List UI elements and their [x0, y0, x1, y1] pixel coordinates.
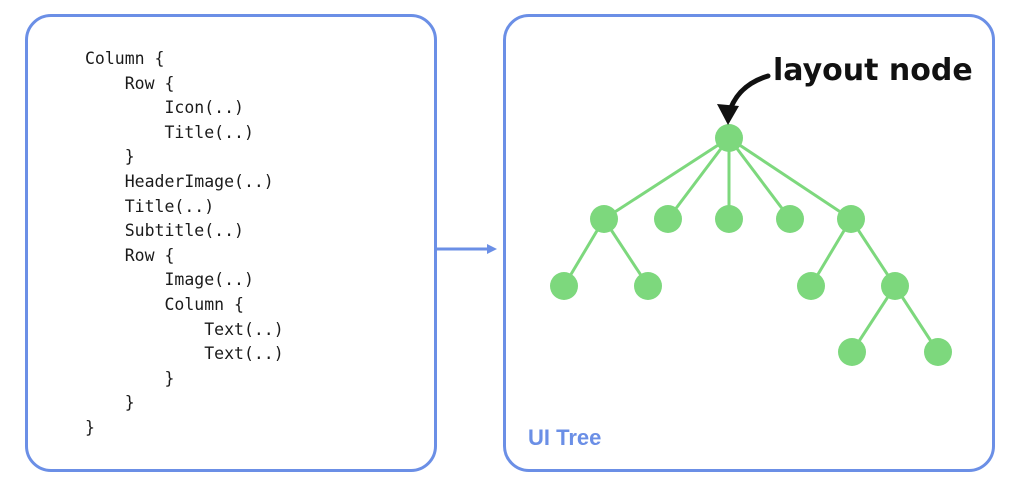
- code-line: }: [85, 147, 135, 167]
- tree-node: [797, 272, 825, 300]
- tree-node: [838, 338, 866, 366]
- tree-edge: [728, 136, 852, 221]
- tree-node: [634, 272, 662, 300]
- tree-node: [776, 205, 804, 233]
- code-line: Title(..): [85, 122, 254, 142]
- code-line: Title(..): [85, 196, 215, 216]
- code-line: Image(..): [85, 270, 254, 290]
- layout-node-annotation: layout node: [773, 53, 973, 88]
- tree-edges: [562, 136, 940, 353]
- tree-nodes: [550, 124, 952, 366]
- code-line: }: [85, 393, 135, 413]
- tree-edge: [666, 137, 731, 220]
- code-line: Icon(..): [85, 98, 244, 118]
- code-line: Column {: [85, 294, 244, 314]
- code-panel: Column { Row { Icon(..) Title(..) } Head…: [25, 14, 437, 472]
- tree-root-node: [715, 124, 743, 152]
- tree-node: [654, 205, 682, 233]
- annotation-arrowhead: [717, 104, 739, 125]
- ui-tree-label: UI Tree: [528, 425, 602, 450]
- tree-node: [590, 205, 618, 233]
- tree-edge: [727, 137, 792, 220]
- code-line: Text(..): [85, 344, 284, 364]
- tree-edge: [603, 136, 730, 221]
- tree-node: [924, 338, 952, 366]
- code-line: HeaderImage(..): [85, 171, 274, 191]
- code-block: Column { Row { Icon(..) Title(..) } Head…: [85, 47, 284, 441]
- code-line: Row {: [85, 73, 175, 93]
- code-line: Column {: [85, 49, 165, 68]
- tree-node: [837, 205, 865, 233]
- code-line: Row {: [85, 245, 175, 265]
- code-line: }: [85, 417, 95, 437]
- tree-node: [715, 205, 743, 233]
- tree-node: [881, 272, 909, 300]
- code-line: Subtitle(..): [85, 221, 244, 241]
- ui-tree-panel: UI Tree: [503, 14, 995, 472]
- code-line: }: [85, 368, 175, 388]
- tree-node: [550, 272, 578, 300]
- code-line: Text(..): [85, 319, 284, 339]
